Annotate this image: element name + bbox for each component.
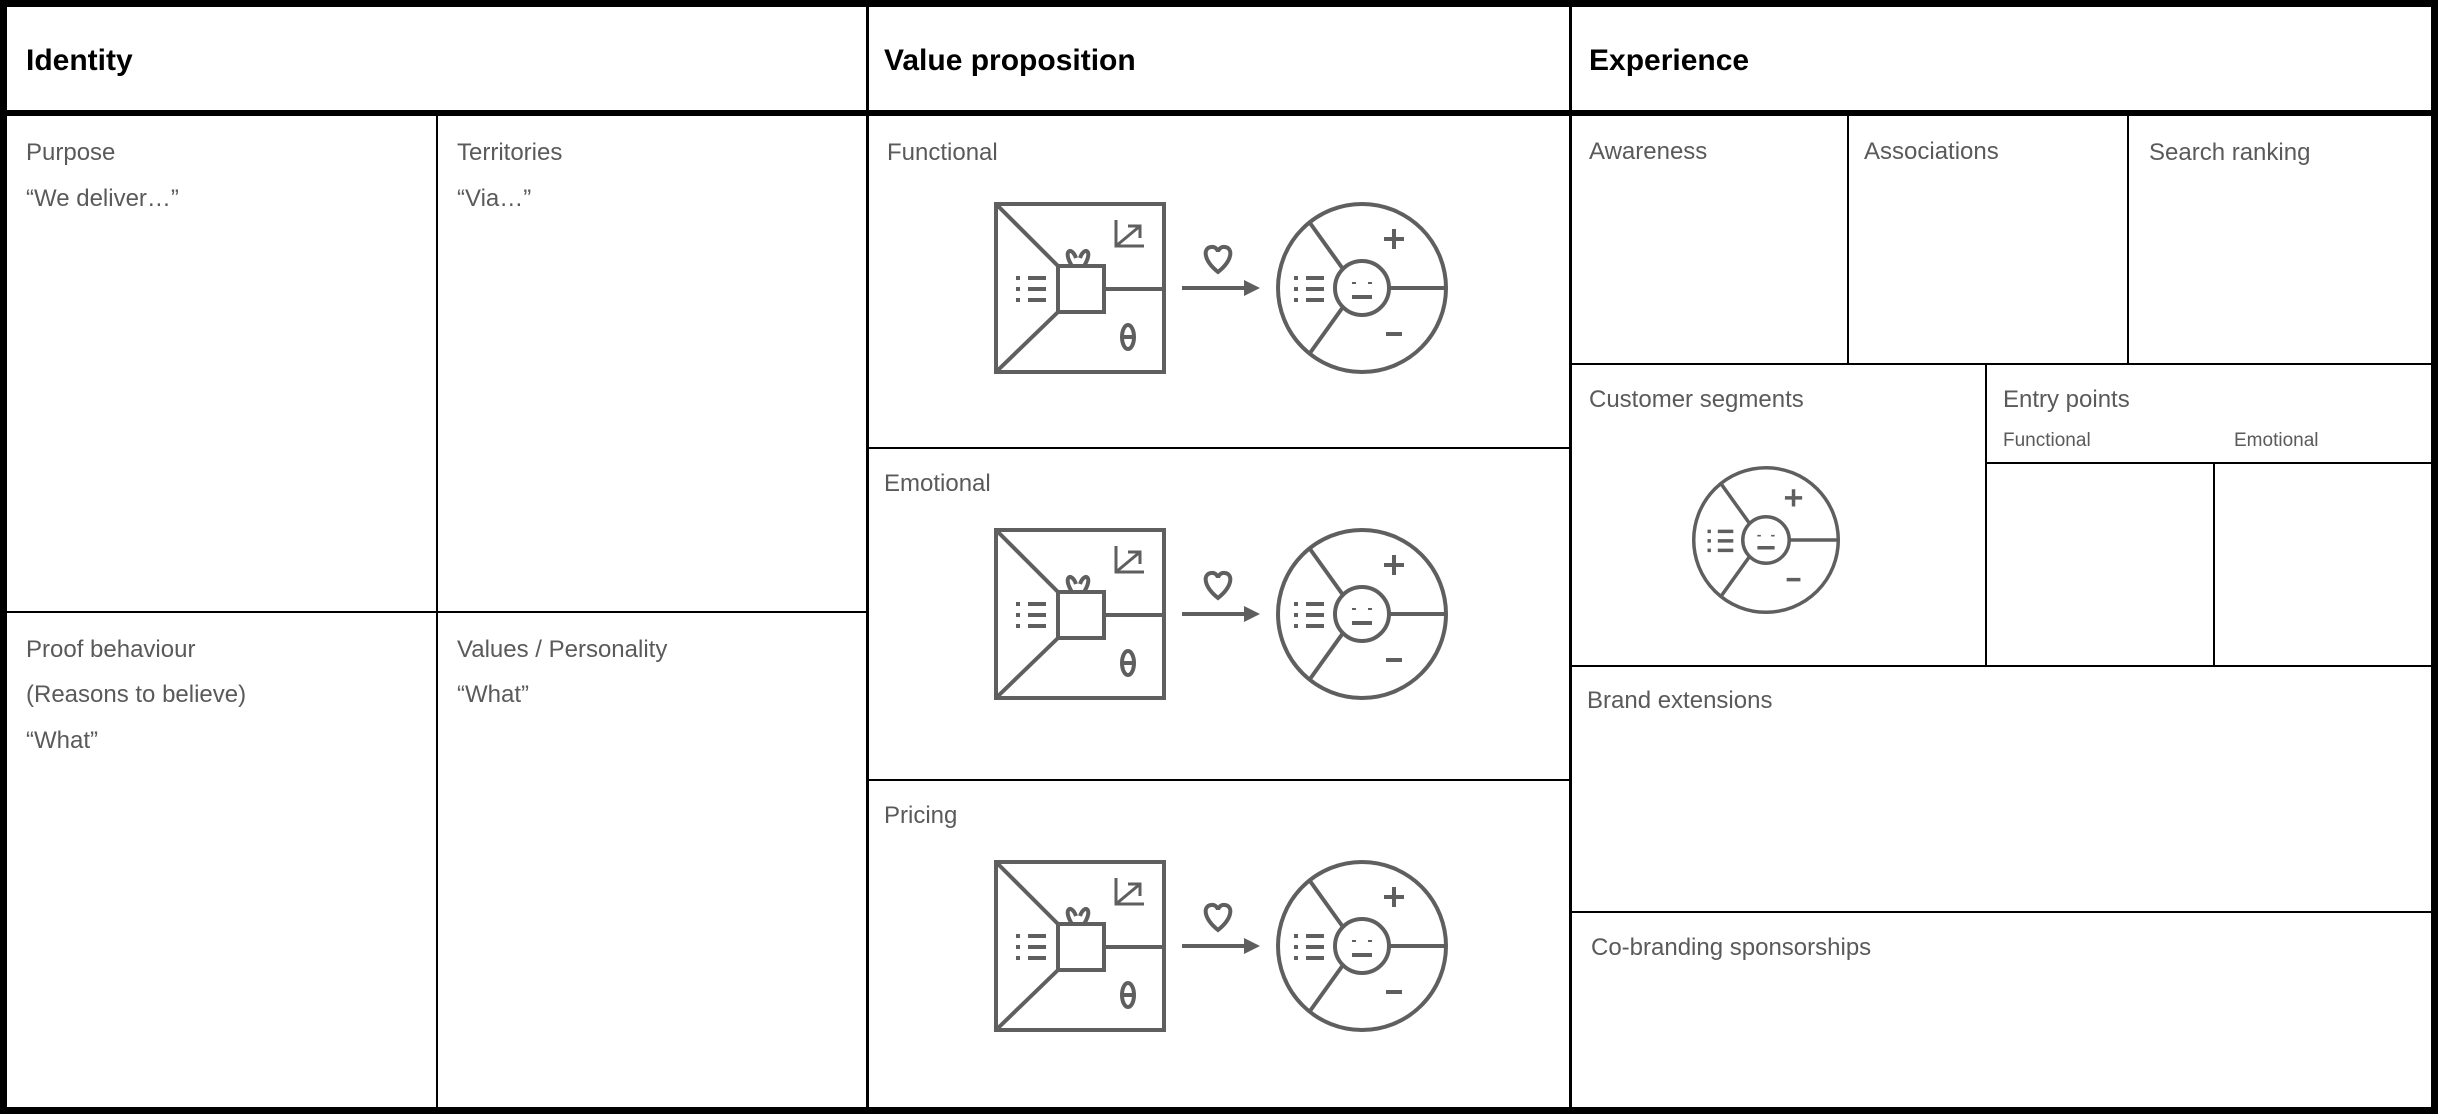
- frame-top: [0, 0, 2438, 7]
- entry-points-divider: [1985, 462, 2438, 464]
- value-map-icon: [994, 202, 1166, 374]
- experience-title: Experience: [1589, 44, 1750, 77]
- value-proposition-title: Value proposition: [884, 44, 1136, 77]
- vp-pricing-label: Pricing: [884, 802, 958, 829]
- heart-icon: [1201, 570, 1235, 600]
- heart-icon: [1201, 902, 1235, 932]
- proof-behaviour-text: “What”: [26, 727, 98, 754]
- vp-icon-group-functional: [994, 202, 1448, 374]
- value-map-icon: [994, 528, 1166, 700]
- vp-icon-group-emotional: [994, 528, 1448, 700]
- frame-right: [2431, 0, 2438, 1114]
- customer-profile-icon: [1692, 466, 1840, 614]
- arrow-right-icon: [1182, 938, 1260, 954]
- frame-left: [0, 0, 7, 1114]
- awareness-label: Awareness: [1589, 138, 1708, 165]
- territories-text: “Via…”: [457, 185, 532, 212]
- vp-icon-group-pricing: [994, 860, 1448, 1032]
- brand-extensions-label: Brand extensions: [1587, 687, 1773, 714]
- exp-row-divider-3: [1569, 911, 2438, 913]
- customer-profile-icon: [1276, 202, 1448, 374]
- column-divider-1: [866, 0, 869, 1114]
- co-branding-sponsorships-label: Co-branding sponsorships: [1591, 934, 1872, 961]
- proof-behaviour-label: Proof behaviour: [26, 636, 196, 663]
- purpose-label: Purpose: [26, 139, 116, 166]
- exp-row-divider-2: [1569, 665, 2438, 667]
- heart-icon: [1201, 244, 1235, 274]
- vp-functional-label: Functional: [887, 139, 998, 166]
- values-personality-label: Values / Personality: [457, 636, 668, 663]
- territories-label: Territories: [457, 139, 563, 166]
- purpose-text: “We deliver…”: [26, 185, 179, 212]
- vp-divider-1: [866, 447, 1571, 449]
- exp-row-divider-1: [1569, 363, 2438, 365]
- identity-row-divider: [0, 611, 868, 613]
- associations-label: Associations: [1864, 138, 1999, 165]
- arrow-right-icon: [1182, 606, 1260, 622]
- arrow-right-icon: [1182, 280, 1260, 296]
- identity-divider: [436, 113, 438, 1113]
- exp-divider-c: [1985, 363, 1987, 666]
- entry-points-col-divider: [2213, 462, 2215, 666]
- vp-emotional-label: Emotional: [884, 470, 991, 497]
- identity-title: Identity: [26, 44, 133, 77]
- customer-profile-icon: [1276, 528, 1448, 700]
- value-map-icon: [994, 860, 1166, 1032]
- column-divider-2: [1569, 0, 1572, 1114]
- values-personality-text: “What”: [457, 681, 529, 708]
- customer-segments-label: Customer segments: [1589, 386, 1804, 413]
- vp-divider-2: [866, 779, 1571, 781]
- search-ranking-label: Search ranking: [2149, 139, 2311, 166]
- reasons-to-believe-label: (Reasons to believe): [26, 681, 247, 708]
- frame-bottom: [0, 1107, 2438, 1114]
- header-divider: [0, 110, 2438, 116]
- exp-divider-a: [1847, 113, 1849, 365]
- customer-profile-icon: [1276, 860, 1448, 1032]
- exp-divider-b: [2127, 113, 2129, 365]
- entry-points-functional-label: Functional: [2003, 430, 2091, 451]
- entry-points-label: Entry points: [2003, 386, 2130, 413]
- entry-points-emotional-label: Emotional: [2234, 430, 2319, 451]
